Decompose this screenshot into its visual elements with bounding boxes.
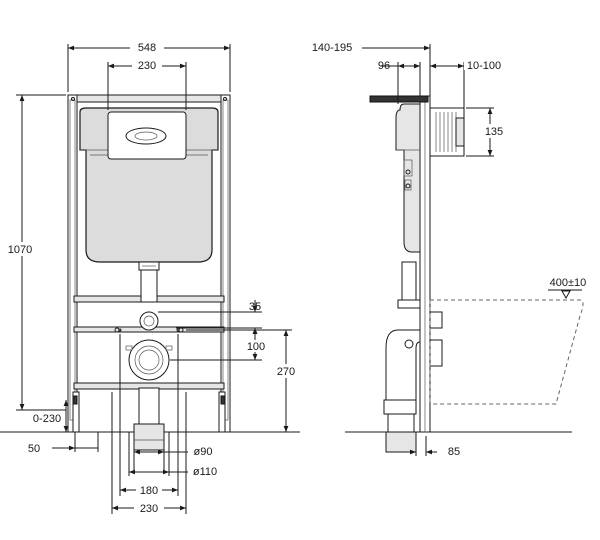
dim-400: 400±10 <box>548 277 587 300</box>
dim-230-bottom: 230 <box>111 392 187 515</box>
dim-548: 548 <box>67 40 231 92</box>
dim-50: 50 <box>28 432 99 455</box>
toilet-bowl-outline <box>430 299 584 405</box>
dim-140-195-label: 140-195 <box>312 42 352 54</box>
pipes-side <box>383 261 443 453</box>
dim-d110: ø110 <box>128 432 217 478</box>
dim-270-label: 270 <box>277 366 295 378</box>
dim-180-label: 180 <box>140 485 158 497</box>
dim-35-label: 35 <box>249 301 261 313</box>
dim-85: 85 <box>405 436 460 458</box>
dim-1070-label: 1070 <box>8 244 32 256</box>
top-bar <box>369 95 429 103</box>
cistern-side <box>395 103 421 253</box>
dim-d90-label: ø90 <box>194 446 213 458</box>
dim-135: 135 <box>466 107 506 157</box>
flush-pipe <box>114 261 184 451</box>
cistern <box>79 107 219 263</box>
dim-180: 180 <box>119 334 179 497</box>
dim-140-195: 140-195 <box>312 42 431 96</box>
dim-0-230-label: 0-230 <box>33 413 61 425</box>
flush-plate <box>107 111 187 160</box>
dim-85-label: 85 <box>448 446 460 458</box>
dim-d110-label: ø110 <box>193 466 217 478</box>
dim-50-label: 50 <box>28 443 40 455</box>
front-view: 548 230 1070 35 <box>0 40 300 515</box>
dim-100-label: 100 <box>247 341 265 353</box>
side-view: 135 400±10 140-195 <box>312 42 587 458</box>
dim-10-100-label: 10-100 <box>467 60 501 72</box>
dim-548-label: 548 <box>138 42 156 54</box>
dim-270: 270 <box>186 329 300 433</box>
dim-230-top: 230 <box>107 58 187 110</box>
flush-button-icon <box>125 127 167 145</box>
dim-10-100: 10-100 <box>430 58 504 108</box>
dim-0-230: 0-230 <box>30 400 69 432</box>
dim-135-label: 135 <box>485 126 503 138</box>
dim-400-label: 400±10 <box>550 277 587 289</box>
dim-96-label: 96 <box>378 60 390 72</box>
dim-d90: ø90 <box>133 432 213 470</box>
dim-96: 96 <box>378 60 421 104</box>
dim-35: 35 <box>158 300 262 340</box>
flush-box <box>429 107 465 157</box>
dim-100: 100 <box>170 328 270 361</box>
dim-230-bottom-label: 230 <box>140 503 158 515</box>
dim-230-top-label: 230 <box>138 60 156 72</box>
dim-1070: 1070 <box>4 94 66 411</box>
